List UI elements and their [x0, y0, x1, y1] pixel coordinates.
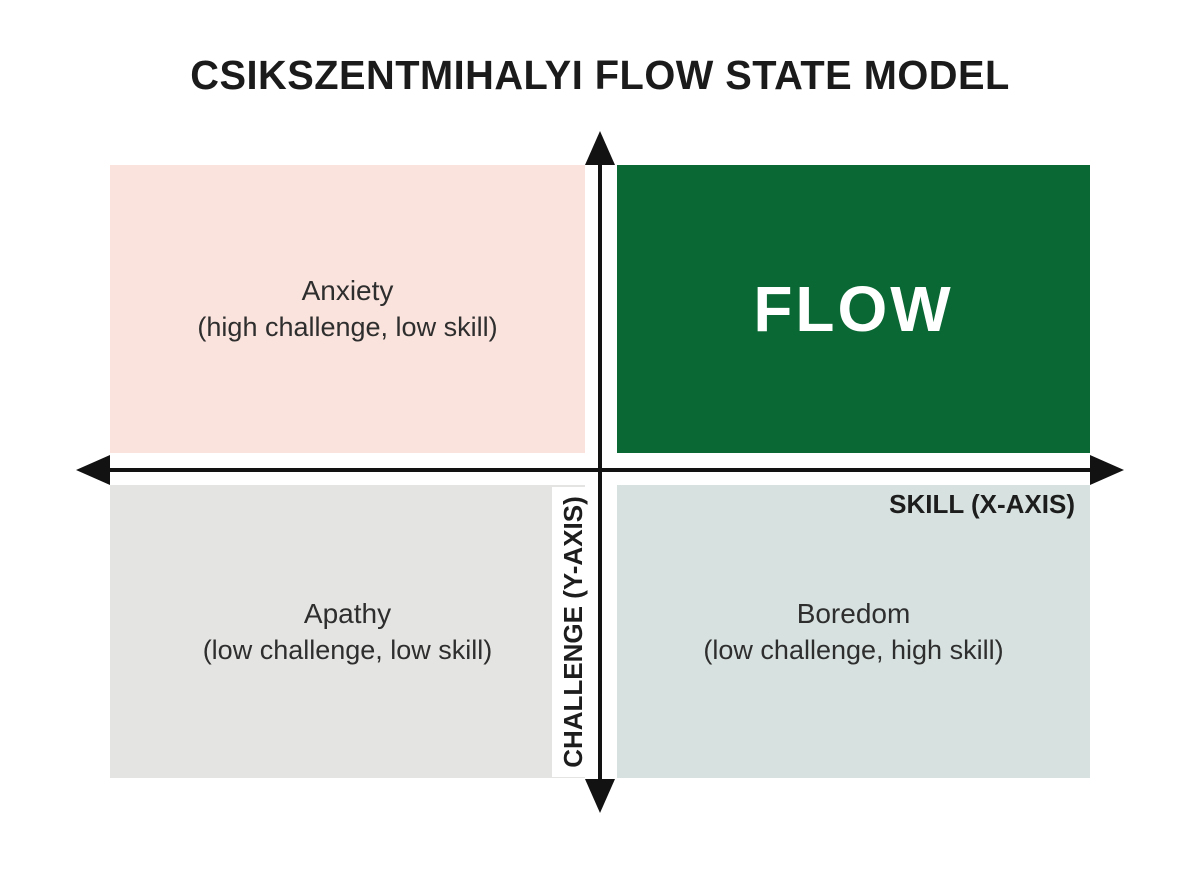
quadrant-apathy-description: (low challenge, low skill) — [202, 634, 493, 665]
quadrant-boredom: Boredom (low challenge, high skill) — [617, 485, 1090, 778]
quadrant-boredom-description: (low challenge, high skill) — [703, 634, 1004, 665]
x-axis-label: SKILL (X-AXIS) — [889, 489, 1075, 519]
quadrant-boredom-name: Boredom — [796, 597, 911, 629]
quadrant-anxiety-description: (high challenge, low skill) — [197, 312, 498, 342]
x-axis-line — [92, 468, 1108, 472]
x-axis-left-arrowhead-icon — [76, 455, 110, 485]
quadrant-anxiety: Anxiety (high challenge, low skill) — [110, 165, 585, 453]
x-axis-right-arrowhead-icon — [1090, 455, 1124, 485]
quadrant-apathy: Apathy (low challenge, low skill) — [110, 485, 585, 778]
diagram-title: CSIKSZENTMIHALYI FLOW STATE MODEL — [190, 52, 1010, 98]
quadrant-apathy-name: Apathy — [303, 597, 392, 629]
quadrant-flow: FLOW — [617, 165, 1090, 453]
quadrant-flow-name: FLOW — [753, 273, 954, 345]
y-axis-up-arrowhead-icon — [585, 131, 615, 165]
y-axis-label: CHALLENGE (Y-AXIS) — [552, 487, 594, 777]
quadrant-anxiety-name: Anxiety — [301, 275, 394, 306]
y-axis-down-arrowhead-icon — [585, 779, 615, 813]
